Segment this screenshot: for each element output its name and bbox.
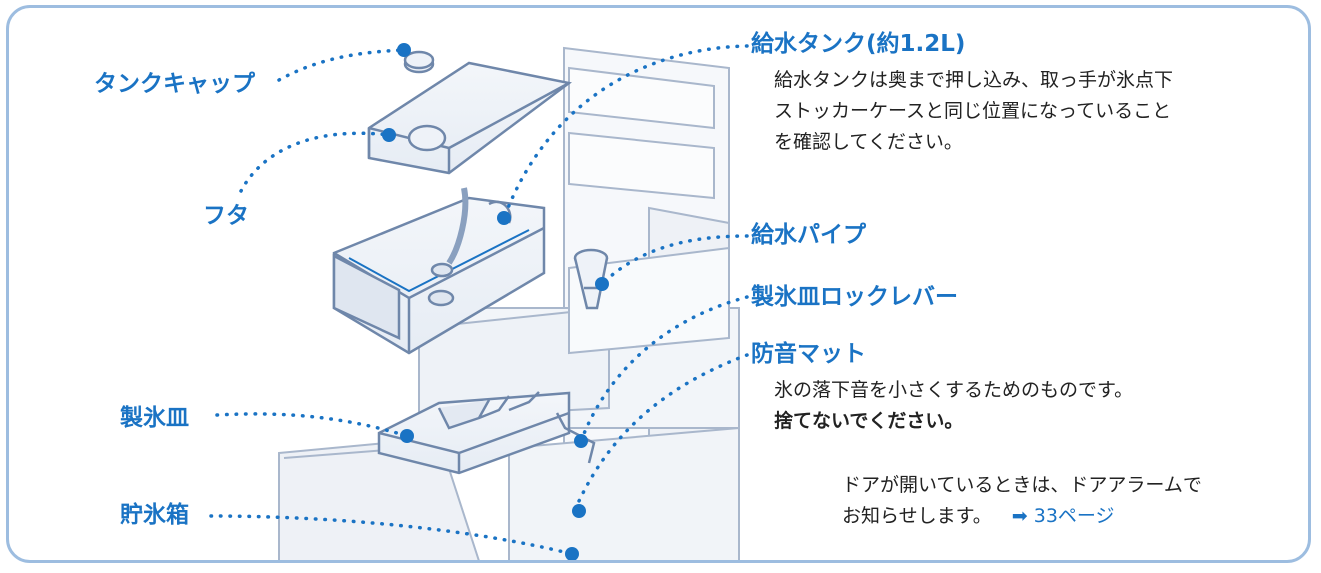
page-reference-link[interactable]: ➡ 33ページ (1012, 505, 1115, 527)
water-pipe-drawing (573, 248, 609, 310)
ice-tray-label: 製氷皿 (120, 405, 189, 431)
leader-lines (209, 44, 749, 556)
tank-cap-label: タンクキャップ (94, 71, 255, 97)
mat-warning: 捨てないでください。 (774, 410, 964, 432)
water-tank-description: 給水タンクは奥まで押し込み、取っ手が氷点下 ストッカーケースと同じ位置になってい… (774, 65, 1173, 158)
ice-maker-illustration (209, 43, 749, 560)
ice-tray-drawing (377, 391, 596, 475)
mat-description-line: 氷の落下音を小さくするためのものです。 (774, 379, 1134, 401)
lid-label: フタ (203, 203, 249, 229)
diagram-frame: タンクキャップ フタ 製氷皿 貯氷箱 給水タンク(約1.2L) 給水タンクは奥ま… (6, 5, 1311, 563)
water-tank-description-line: 給水タンクは奥まで押し込み、取っ手が氷点下 (774, 69, 1174, 91)
door-alarm-note-line2: お知らせします。 ➡ 33ページ (842, 505, 1115, 527)
lid-drawing (367, 61, 572, 175)
water-tank-description-line: ストッカーケースと同じ位置になっていること (774, 100, 1172, 122)
water-tank-label: 給水タンク(約1.2L) (751, 31, 966, 57)
right-arrow-icon: ➡ (1011, 505, 1028, 527)
tank-cap-drawing (403, 50, 435, 74)
page-reference-text: 33ページ (1033, 505, 1115, 527)
door-alarm-note-line: ドアが開いているときは、ドアアラームで (842, 474, 1202, 496)
storage-box-label: 貯氷箱 (120, 502, 189, 528)
water-tank-drawing (332, 187, 546, 355)
water-pipe-label: 給水パイプ (751, 222, 866, 248)
leader-endpoints (382, 43, 609, 560)
water-tank-description-line: を確認してください。 (774, 131, 963, 153)
mat-label: 防音マット (751, 341, 866, 367)
mat-description: 氷の落下音を小さくするためのものです。 捨てないでください。 (774, 375, 1133, 437)
door-alarm-note: ドアが開いているときは、ドアアラームで お知らせします。 ➡ 33ページ (842, 470, 1202, 532)
tray-lock-lever-label: 製氷皿ロックレバー (751, 284, 958, 310)
